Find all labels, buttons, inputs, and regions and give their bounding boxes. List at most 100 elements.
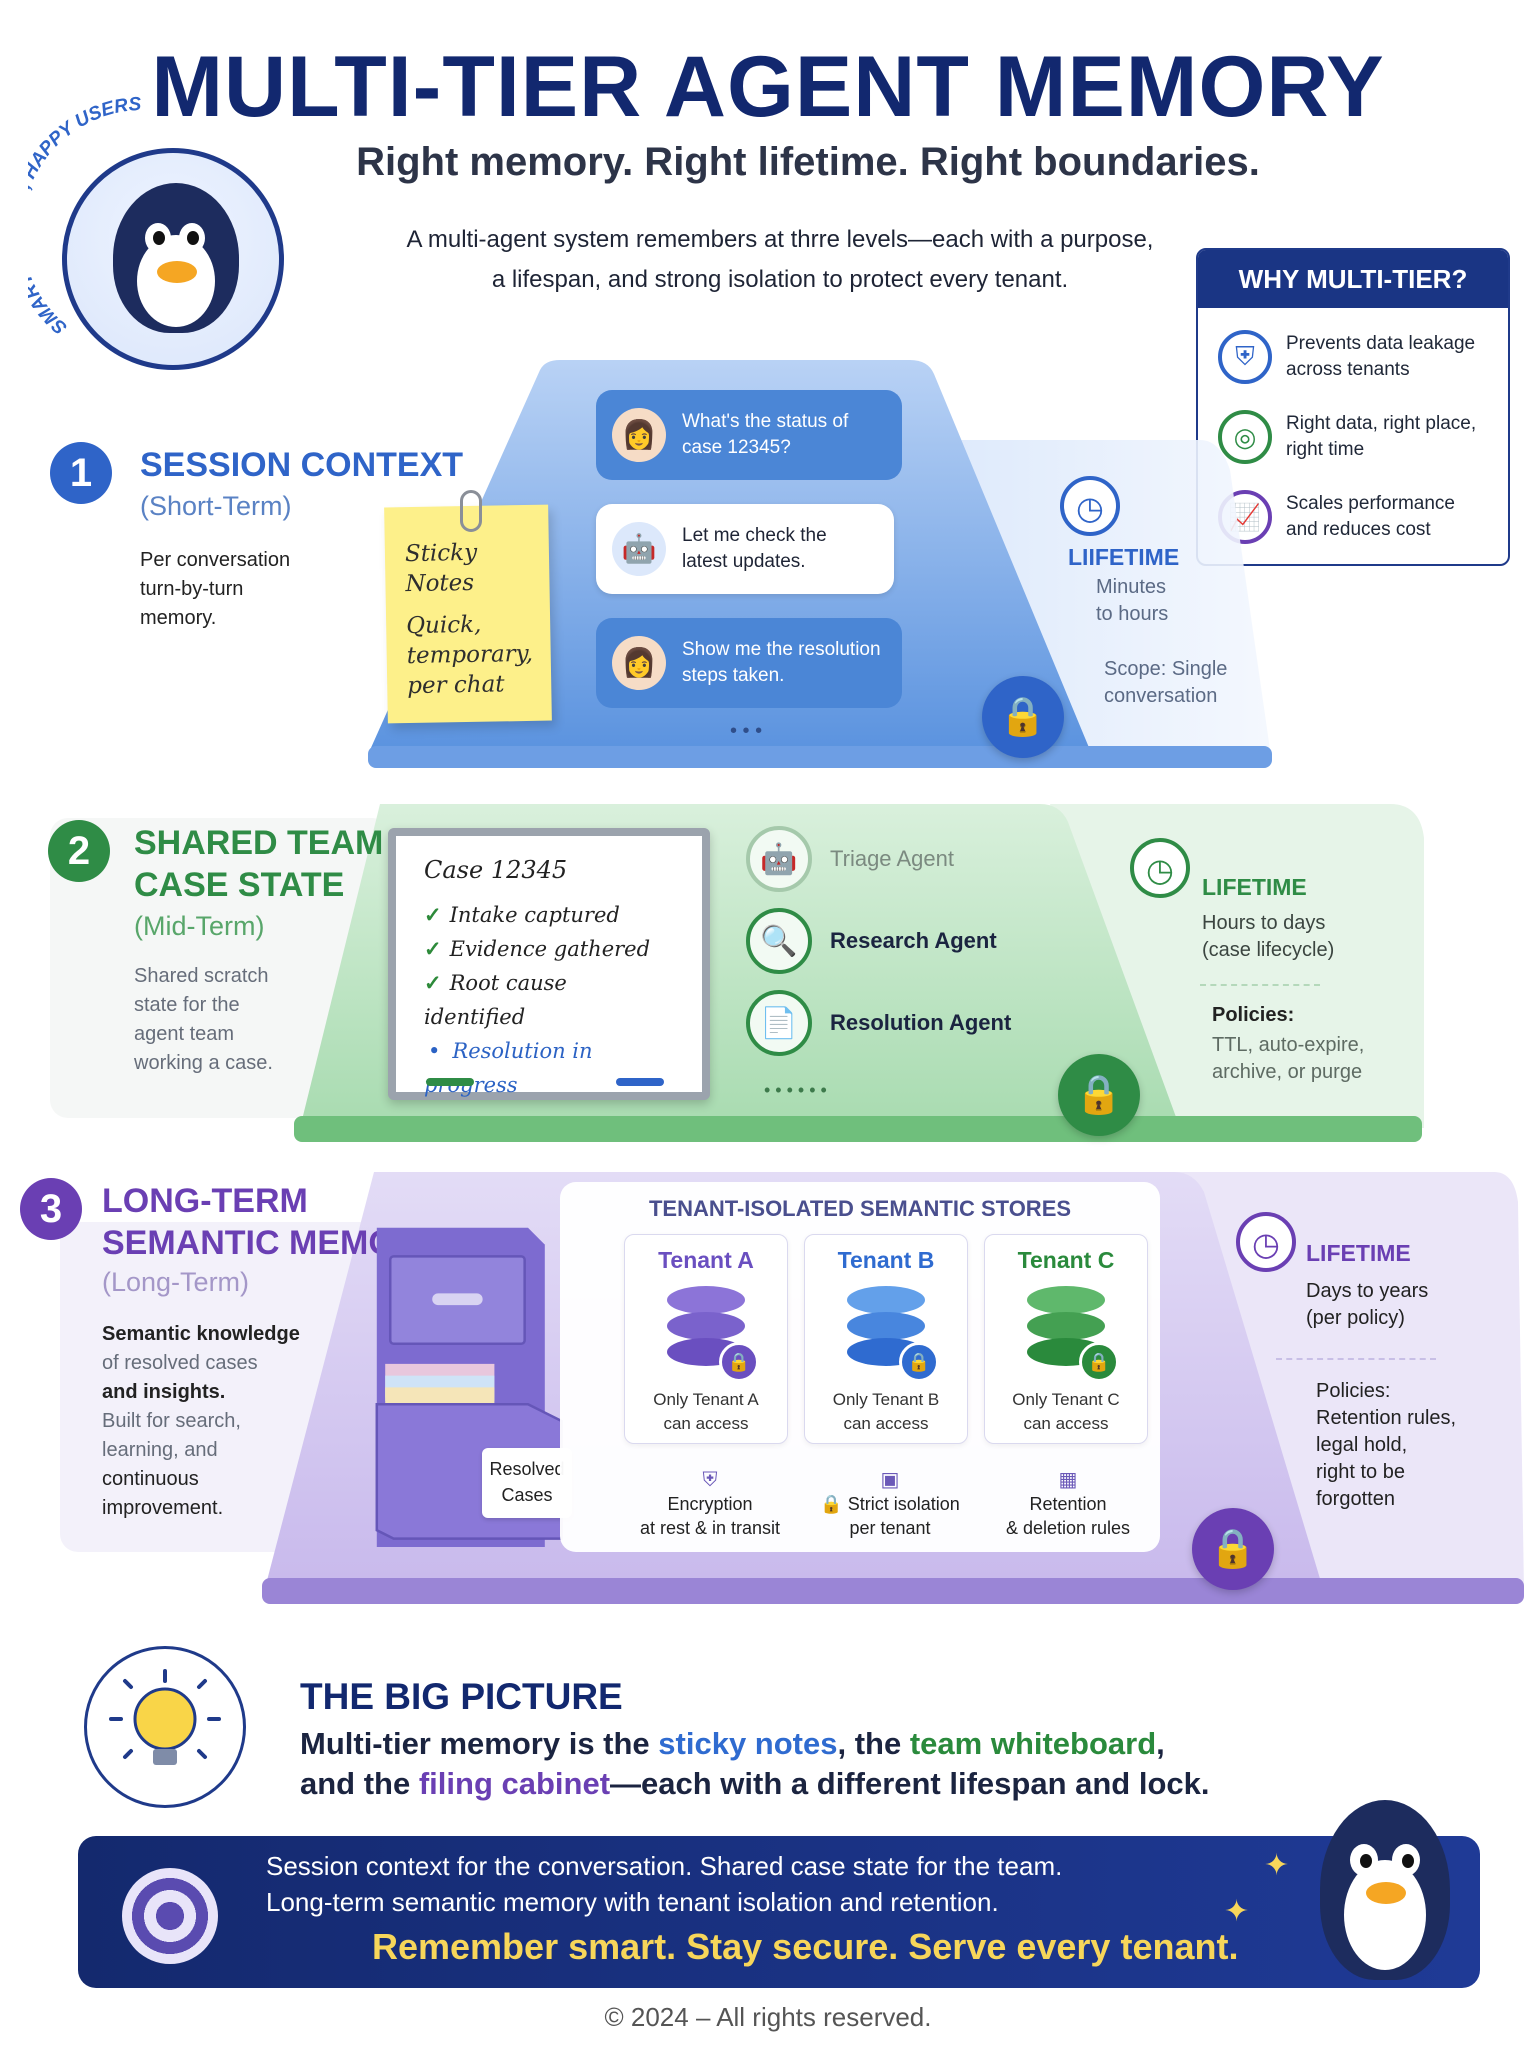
tier1-number: 1 (50, 442, 112, 504)
lock-icon: 🔒 (719, 1342, 759, 1382)
penguin-mascot-icon (113, 183, 239, 333)
agent-research: 🔍 Research Agent (746, 908, 997, 974)
shield-check-icon: ⛨ (702, 1469, 718, 1491)
target-icon: ◎ (1218, 410, 1272, 464)
tier3-lifetime-value: Days to years(per policy) (1306, 1280, 1429, 1329)
whiteboard-title: Case 12345 (424, 856, 568, 884)
more-indicator: • • • (730, 720, 763, 742)
tier3-number: 3 (20, 1178, 82, 1240)
paperclip-icon (460, 490, 482, 532)
tier2-policies: TTL, auto-expire,archive, or purge (1212, 1034, 1365, 1083)
tier2-number: 2 (48, 820, 110, 882)
lock-icon: 🔒 (820, 1494, 843, 1514)
tier2-title: SHARED TEAM /CASE STATE (134, 824, 403, 904)
clock-icon: ◷ (1236, 1212, 1296, 1272)
agent-resolution: 📄 Resolution Agent (746, 990, 1011, 1056)
check-icon: ✓ (424, 970, 442, 995)
tier1-lifetime-title: LIIFETIME (1068, 544, 1180, 570)
tier1-subtitle: (Short-Term) (140, 491, 292, 521)
lock-icon: 🔒 (899, 1342, 939, 1382)
page-subtitle: Right memory. Right lifetime. Right boun… (356, 140, 1260, 184)
mascot-badge (62, 148, 284, 370)
divider (1200, 984, 1320, 986)
badge-slogan: SMART AGENTS, HAPPY USERS (28, 96, 142, 338)
lock-icon: 🔒 (982, 676, 1064, 758)
robot-icon: 🤖 (746, 826, 812, 892)
check-icon: ✓ (424, 902, 442, 927)
tier2-policies-title: Policies: (1212, 1004, 1295, 1026)
big-picture-title: THE BIG PICTURE (300, 1676, 623, 1717)
summary-banner (78, 1836, 1480, 1988)
banner-line: Session context for the conversation. Sh… (266, 1851, 1063, 1881)
robot-avatar-icon: 🤖 (612, 522, 666, 576)
big-picture-text: Multi-tier memory is the sticky notes, t… (300, 1726, 1210, 1801)
penguin-mascot-icon (1300, 1800, 1470, 1990)
user-avatar-icon: 👩 (612, 408, 666, 462)
database-icon: 🔒 (847, 1286, 939, 1382)
calendar-icon: ▦ (1058, 1469, 1078, 1491)
badge-arc-text: SMART AGENTS, HAPPY USERS (28, 96, 142, 338)
check-icon: ✓ (424, 936, 442, 961)
whiteboard-item: ✓Root cause identified (424, 970, 567, 1029)
more-indicator: • • • • • • (764, 1080, 827, 1100)
tier2-lifetime-title: LIFETIME (1202, 874, 1307, 900)
stores-title: TENANT-ISOLATED SEMANTIC STORES (648, 1196, 1072, 1221)
lock-icon: 🔒 (1192, 1508, 1274, 1590)
whiteboard-item: ✓Intake captured (424, 902, 620, 927)
whiteboard-item: ✓Evidence gathered (424, 936, 651, 961)
marker-icon (616, 1078, 664, 1086)
shield-icon: ⛨ (1218, 330, 1272, 384)
divider (1276, 1358, 1436, 1360)
banner-line: Long-term semantic memory with tenant is… (266, 1887, 999, 1917)
agent-triage: 🤖 Triage Agent (746, 826, 954, 892)
tier1-title: SESSION CONTEXT (140, 446, 464, 484)
target-arrow-icon (122, 1868, 218, 1964)
lightbulb-icon (84, 1646, 246, 1808)
intro-line: A multi-agent system remembers at thrre … (406, 226, 1154, 253)
sparkle-icon: ✦ (1224, 1895, 1250, 1928)
intro-text: A multi-agent system remembers at thrre … (370, 220, 1190, 300)
big-picture-card (72, 1646, 1462, 1828)
magnifier-icon: 🔍 (746, 908, 812, 974)
banner-tagline: Remember smart. Stay secure. Serve every… (372, 1926, 1239, 1967)
marker-icon (426, 1078, 474, 1086)
why-title: WHY MULTI-TIER? (1198, 250, 1508, 308)
clock-icon: ◷ (1130, 838, 1190, 898)
tier3-description: Semantic knowledge of resolved cases and… (102, 1323, 300, 1519)
page-title: MULTI-TIER AGENT MEMORY (151, 39, 1385, 135)
why-item: ◎ Right data, right place,right time (1218, 410, 1498, 464)
tier2-lifetime-value: Hours to days(case lifecycle) (1202, 912, 1335, 961)
sparkle-icon: ✦ (1264, 1849, 1290, 1882)
document-icon: 📄 (746, 990, 812, 1056)
intro-line: a lifespan, and strong isolation to prot… (491, 266, 1069, 293)
lock-icon: 🔒 (1079, 1342, 1119, 1382)
case-whiteboard: Case 12345 ✓Intake captured ✓Evidence ga… (388, 828, 710, 1100)
tier2-subtitle: (Mid-Term) (134, 911, 265, 941)
database-icon: 🔒 (1027, 1286, 1119, 1382)
svg-text:SMART AGENTS, HAPPY USERS: SMART AGENTS, HAPPY USERS (28, 96, 142, 338)
footer-copyright: © 2024 – All rights reserved. (604, 2002, 932, 2032)
isolation-icon: ▣ (880, 1469, 900, 1491)
lock-icon: 🔒 (1058, 1054, 1140, 1136)
tier3-lifetime-title: LIFETIME (1306, 1240, 1411, 1266)
tier3-subtitle: (Long-Term) (102, 1267, 250, 1297)
user-avatar-icon: 👩 (612, 636, 666, 690)
feature-retention: ▦ Retention& deletion rules (978, 1468, 1158, 1540)
tier3-policies: Policies: Retention rules, legal hold, r… (1316, 1380, 1457, 1510)
